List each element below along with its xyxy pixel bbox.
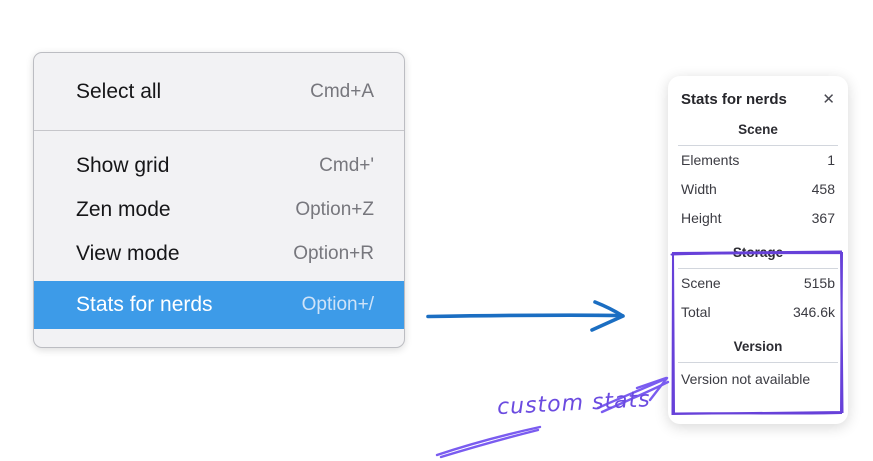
context-menu-group-top: Select all Cmd+A xyxy=(34,53,404,131)
stat-label: Total xyxy=(681,304,711,320)
stats-panel-header: Stats for nerds ✕ xyxy=(668,76,848,110)
stats-panel: Stats for nerds ✕ Scene Elements 1 Width… xyxy=(668,76,848,424)
menu-item-view-mode[interactable]: View mode Option+R xyxy=(34,232,404,276)
section-heading-scene: Scene xyxy=(738,122,778,137)
stat-label: Width xyxy=(681,181,717,197)
stat-value: 346.6k xyxy=(792,304,835,320)
stat-value: 367 xyxy=(811,210,835,226)
context-menu-group-view: Show grid Cmd+' Zen mode Option+Z View m… xyxy=(34,131,404,329)
stat-row-elements: Elements 1 xyxy=(668,146,848,175)
menu-item-show-grid[interactable]: Show grid Cmd+' xyxy=(34,144,404,188)
menu-item-label: Stats for nerds xyxy=(76,293,213,316)
stat-value: 458 xyxy=(811,181,835,197)
stat-row-scene-size: Scene 515b xyxy=(668,269,848,298)
menu-item-label: View mode xyxy=(76,242,180,265)
stat-value: 515b xyxy=(803,275,835,291)
menu-item-select-all[interactable]: Select all Cmd+A xyxy=(34,80,404,104)
section-heading-storage: Storage xyxy=(732,245,784,260)
menu-item-label: Select all xyxy=(76,79,162,103)
stat-label: Scene xyxy=(681,275,721,291)
stat-row-height: Height 367 xyxy=(668,204,848,233)
menu-item-shortcut: Option+/ xyxy=(301,294,374,315)
menu-item-shortcut: Cmd+A xyxy=(310,80,374,102)
stat-row-width: Width 458 xyxy=(668,175,848,204)
menu-item-label: Show grid xyxy=(76,154,170,177)
stat-label: Elements xyxy=(681,152,740,168)
menu-item-label: Zen mode xyxy=(76,198,171,221)
menu-item-shortcut: Option+Z xyxy=(295,199,374,220)
section-divider xyxy=(678,145,838,146)
stat-row-total-size: Total 346.6k xyxy=(668,298,848,327)
menu-item-shortcut: Option+R xyxy=(293,243,374,264)
annotation-label: custom stats xyxy=(496,387,652,421)
menu-item-stats-for-nerds[interactable]: Stats for nerds Option+/ xyxy=(34,281,404,329)
menu-item-shortcut: Cmd+' xyxy=(319,155,374,176)
stat-value: 1 xyxy=(827,152,835,168)
stats-panel-title: Stats for nerds xyxy=(681,91,787,108)
section-heading-version: Version xyxy=(733,339,783,354)
stat-label: Height xyxy=(681,210,722,226)
flow-arrow xyxy=(426,300,625,332)
version-note: Version not available xyxy=(681,371,811,387)
menu-item-zen-mode[interactable]: Zen mode Option+Z xyxy=(34,188,404,232)
close-icon[interactable]: ✕ xyxy=(822,91,835,108)
context-menu: Select all Cmd+A Show grid Cmd+' Zen mod… xyxy=(33,52,405,348)
